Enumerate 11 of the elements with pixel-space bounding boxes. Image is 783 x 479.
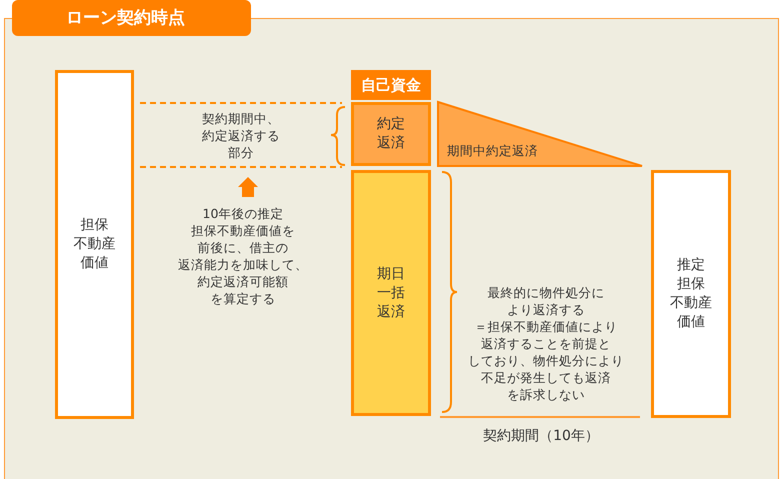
value-box: 担保不動産価値 [55, 70, 134, 419]
repayment-box: 約定返済 [351, 102, 431, 166]
value-box: 推定担保不動産価値 [651, 170, 731, 418]
note-text: 最終的に物件処分により返済する＝担保不動産価値により返済することを前提としており、物件処分により不足が発生しても返済を訴求しない [468, 284, 624, 403]
note-text: 契約期間（10年） [483, 428, 599, 445]
note-text: 10年後の推定担保不動産価値を前後に、借主の返済能力を加味して、約定返済可能額を算定する [178, 205, 308, 307]
title-tab: ローン契約時点 [12, 0, 251, 36]
repayment-triangle: 期間中約定返済 [437, 100, 644, 167]
note-text: 契約期間中、約定返済する部分 [202, 110, 280, 161]
header-box: 自己資金 [351, 70, 431, 100]
repayment-box: 期日一括返済 [351, 170, 431, 416]
